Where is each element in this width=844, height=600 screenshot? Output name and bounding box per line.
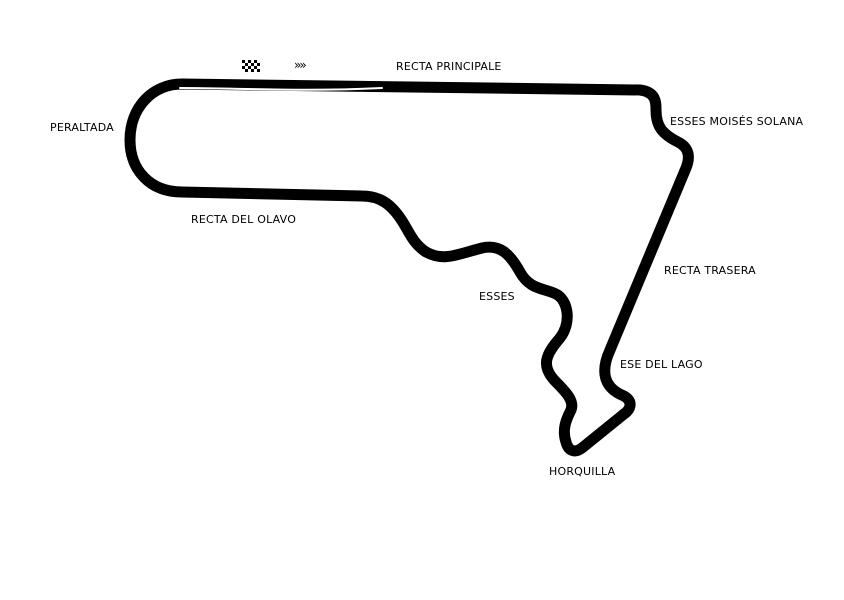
label-recta-trasera: RECTA TRASERA	[664, 264, 756, 277]
label-recta-del-olavo: RECTA DEL OLAVO	[191, 213, 297, 226]
track-outline	[124, 78, 694, 457]
checkered-flag-icon	[242, 60, 260, 72]
direction-chevron-icon: »»	[294, 58, 307, 72]
label-recta-principale: RECTA PRINCIPALE	[396, 60, 502, 73]
pit-lane	[179, 87, 383, 91]
label-esses: ESSES	[479, 290, 515, 303]
label-esses-moises-solana: ESSES MOISÉS SOLANA	[670, 115, 804, 128]
label-ese-del-lago: ESE DEL LAGO	[620, 358, 703, 371]
label-peraltada: PERALTADA	[50, 121, 114, 134]
label-horquilla: HORQUILLA	[549, 465, 616, 478]
